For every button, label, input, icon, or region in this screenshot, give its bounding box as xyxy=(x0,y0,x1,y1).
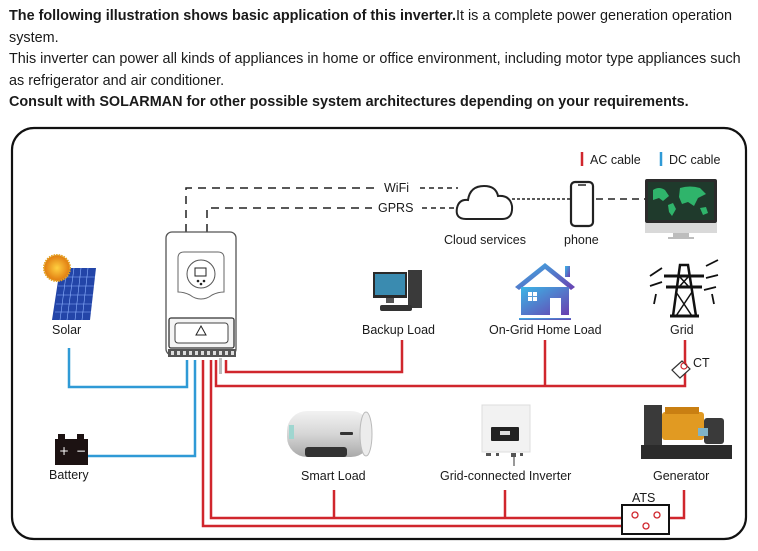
intro-rest-1: It is a complete power generation operat… xyxy=(9,8,732,46)
intro-paragraph-3: Consult with SOLARMAN for other possible… xyxy=(9,92,754,114)
backup-load-label: Backup Load xyxy=(362,323,435,337)
sun-icon xyxy=(43,254,71,282)
ats-switch xyxy=(621,504,670,535)
ac-cable-ats-output xyxy=(201,360,644,528)
ct-label: CT xyxy=(693,356,710,370)
svg-text:−: − xyxy=(76,444,86,458)
ac-cable-smart-load xyxy=(209,360,628,520)
solar-label: Solar xyxy=(52,323,81,337)
grid-label: Grid xyxy=(670,323,694,337)
smart-load-label: Smart Load xyxy=(301,469,366,483)
ats-label: ATS xyxy=(632,491,655,505)
diagram-frame xyxy=(10,126,748,541)
grid-connected-inverter-label: Grid-connected Inverter xyxy=(440,469,571,483)
on-grid-home-load-label: On-Grid Home Load xyxy=(489,323,602,337)
home-icon xyxy=(515,263,575,320)
dc-cable-solar xyxy=(67,348,189,389)
legend-ac-label: AC cable xyxy=(590,153,641,167)
cloud-icon xyxy=(455,184,514,220)
ac-cable-grid xyxy=(214,340,687,388)
intro-paragraph-2: This inverter can power all kinds of app… xyxy=(9,51,741,89)
legend-dc-label: DC cable xyxy=(669,153,720,167)
wifi-label: WiFi xyxy=(384,181,409,195)
intro-text: The following illustration shows basic a… xyxy=(9,6,754,114)
gprs-line xyxy=(206,207,372,232)
cloud-services-label: Cloud services xyxy=(444,233,526,247)
intro-paragraph-1: The following illustration shows basic a… xyxy=(9,6,754,49)
phone-label: phone xyxy=(564,233,599,247)
generator-label: Generator xyxy=(653,469,709,483)
intro-bold-1: The following illustration shows basic a… xyxy=(9,8,456,24)
wifi-line xyxy=(185,187,378,232)
dc-cable-battery xyxy=(88,360,197,458)
generator-icon xyxy=(641,405,732,459)
gprs-label: GPRS xyxy=(378,201,413,215)
svg-text:+: + xyxy=(59,444,69,458)
water-heater-icon xyxy=(287,411,373,457)
comm-lines xyxy=(185,187,645,232)
battery-icon: + − xyxy=(55,434,88,465)
ac-cable-backup-load xyxy=(224,340,404,374)
solar-panel-icon xyxy=(43,254,96,321)
ct-sensor-icon xyxy=(671,360,691,379)
legend: AC cable DC cable xyxy=(580,152,720,167)
hybrid-inverter xyxy=(165,231,237,374)
grid-tower-icon xyxy=(649,259,719,318)
ac-cables xyxy=(201,340,687,528)
grid-inverter-icon xyxy=(481,404,531,466)
computer-icon xyxy=(373,270,422,311)
dc-cables xyxy=(67,348,197,458)
battery-label: Battery xyxy=(49,468,89,482)
intro-bold-3: Consult with SOLARMAN for other possible… xyxy=(9,94,689,111)
phone-icon xyxy=(569,180,595,228)
monitor-icon xyxy=(645,179,717,239)
